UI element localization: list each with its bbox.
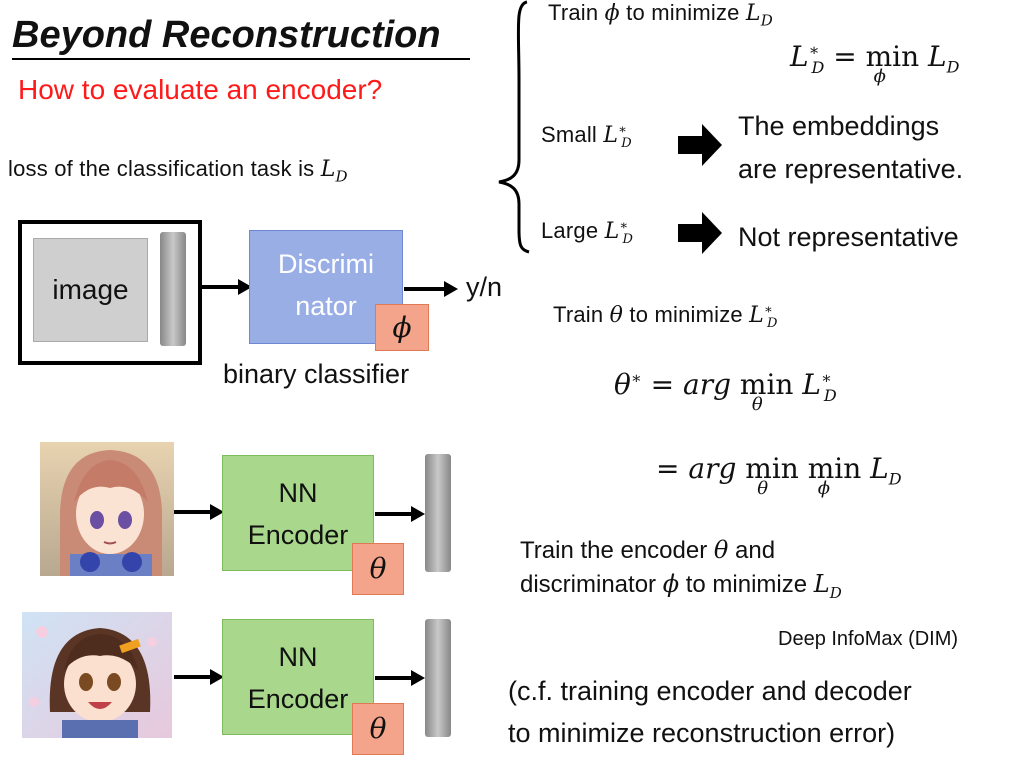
- slide-title: Beyond Reconstruction: [12, 14, 441, 56]
- small-loss-label: Small L∗D: [541, 122, 632, 152]
- joint-train-line-2: discriminator ϕ to minimize LD: [520, 570, 842, 602]
- encoder-1-label-2: Encoder: [247, 520, 349, 550]
- discriminator-label-2: nator: [295, 291, 357, 321]
- arrow-right-icon: [174, 669, 224, 685]
- encoder-box-2: NN Encoder: [222, 619, 374, 735]
- discriminator-label-1: Discrimi: [278, 249, 374, 279]
- large-result: Not representative: [738, 222, 959, 252]
- discriminator-box: Discrimi nator: [249, 230, 403, 344]
- loss-symbol: LD: [320, 157, 348, 186]
- cf-line-2: to minimize reconstruction error): [508, 718, 896, 748]
- train-theta-text: Train θ to minimize L∗D: [553, 302, 778, 332]
- classifier-caption: binary classifier: [223, 359, 410, 389]
- cf-line-1: (c.f. training encoder and decoder: [508, 676, 912, 706]
- encoder-2-label-1: NN: [278, 642, 318, 672]
- train-phi-text: Train ϕ to minimize LD: [548, 0, 773, 30]
- image-label: image: [52, 274, 129, 305]
- large-loss-label: Large L∗D: [541, 218, 634, 248]
- encoder-1-param: θ: [352, 543, 404, 595]
- curly-brace: [498, 0, 530, 254]
- discriminator-param: ϕ: [375, 304, 429, 351]
- small-result-line-2: are representative.: [738, 154, 964, 184]
- loss-text: loss of the classification task is: [8, 156, 321, 181]
- dim-note: Deep InfoMax (DIM): [778, 628, 959, 650]
- output-label: y/n: [466, 272, 503, 302]
- anime-girl-portrait-1: [40, 442, 174, 576]
- arrow-right-icon: [375, 506, 425, 522]
- thick-arrow-right-icon: [678, 124, 722, 166]
- arrow-right-icon: [202, 279, 252, 295]
- encoder-box-1: NN Encoder: [222, 455, 374, 571]
- slide-subtitle: How to evaluate an encoder?: [18, 74, 383, 105]
- encoder-1-label-1: NN: [278, 478, 318, 508]
- encoder-2-param: θ: [352, 703, 404, 755]
- encoder-2-label-2: Encoder: [247, 684, 349, 714]
- title-underline: [12, 58, 470, 60]
- image-box: image: [33, 238, 148, 342]
- thick-arrow-right-icon: [678, 212, 722, 254]
- loss-description: loss of the classification task is LD: [8, 156, 348, 185]
- arrow-right-icon: [404, 281, 458, 297]
- joint-train-line-1: Train the encoder θ and: [520, 536, 776, 564]
- embedding-bar-2: [425, 619, 451, 737]
- arrow-right-icon: [375, 670, 425, 686]
- embedding-bar-1: [425, 454, 451, 572]
- arrow-right-icon: [174, 504, 224, 520]
- embedding-bar: [160, 232, 186, 346]
- small-result-line-1: The embeddings: [738, 111, 940, 141]
- anime-girl-portrait-2: [22, 612, 172, 738]
